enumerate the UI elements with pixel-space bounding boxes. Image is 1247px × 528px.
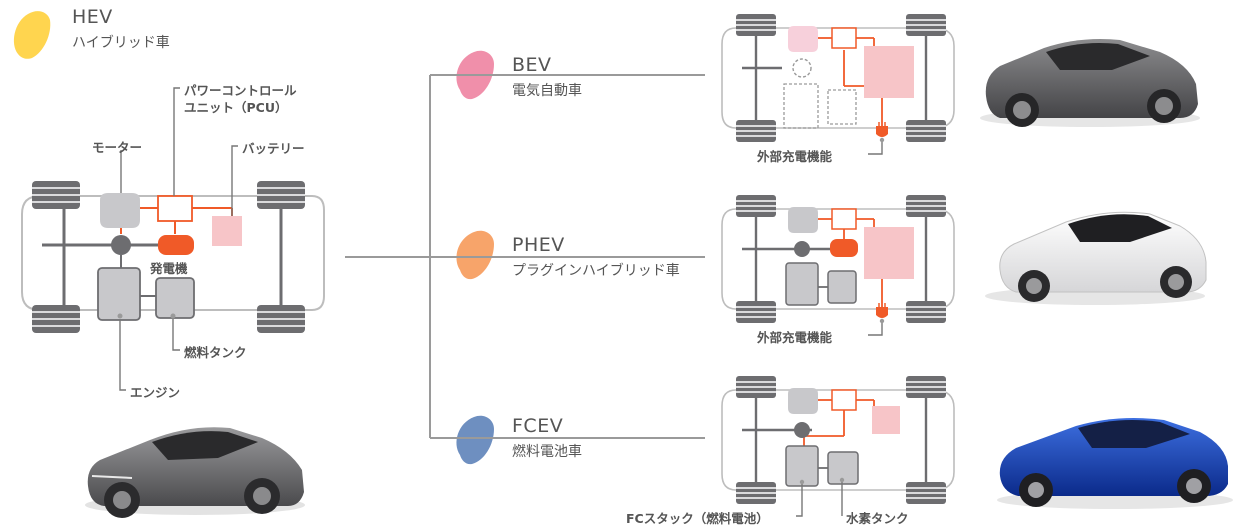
- hev-chassis: [21, 181, 325, 333]
- fuel-tank-label: 燃料タンク: [184, 345, 247, 360]
- phev-subtitle: プラグインハイブリッド車: [512, 263, 680, 279]
- connector-tree: [345, 74, 705, 439]
- fcev-car-image: [997, 418, 1233, 509]
- phev-chassis: [721, 195, 955, 336]
- fcev-subtitle: 燃料電池車: [512, 444, 582, 460]
- bev-charging-label: 外部充電機能: [757, 149, 833, 164]
- battery-label: バッテリー: [242, 141, 305, 156]
- phev-car-image: [985, 211, 1207, 305]
- motor-label: モーター: [92, 140, 143, 155]
- fcev-blob-icon: [456, 415, 494, 465]
- hev-subtitle: ハイブリッド車: [72, 35, 170, 51]
- pcu-label-line1: パワーコントロール: [184, 83, 297, 98]
- hev-car-image: [85, 427, 305, 518]
- fc-stack-label: FCスタック（燃料電池）: [626, 511, 769, 526]
- fcev-title: FCEV: [512, 415, 564, 437]
- phev-blob-icon: [456, 230, 494, 280]
- bev-subtitle: 電気自動車: [512, 83, 582, 99]
- hev-blob-icon: [13, 11, 51, 59]
- bev-chassis: [721, 14, 955, 155]
- fcev-chassis: [721, 376, 955, 517]
- hydrogen-tank-label: 水素タンク: [846, 511, 909, 526]
- pcu-label-line2: ユニット（PCU）: [184, 100, 288, 115]
- engine-label: エンジン: [130, 385, 181, 400]
- generator-label: 発電機: [150, 261, 188, 276]
- phev-charging-label: 外部充電機能: [757, 330, 833, 345]
- hev-title: HEV: [72, 6, 113, 28]
- bev-title: BEV: [512, 54, 552, 76]
- bev-car-image: [980, 39, 1200, 127]
- phev-title: PHEV: [512, 234, 565, 256]
